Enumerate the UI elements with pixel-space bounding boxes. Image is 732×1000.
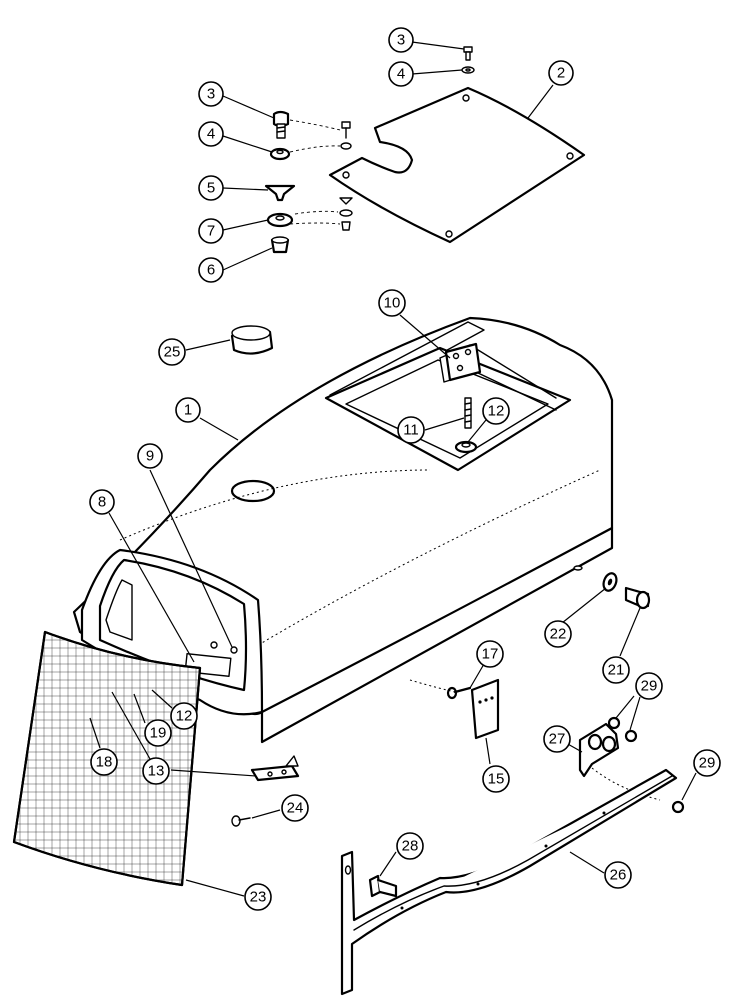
hood-body-part	[72, 316, 614, 744]
small-bolt-part	[463, 46, 473, 61]
callout-label: 24	[287, 800, 304, 817]
callout-label: 8	[98, 494, 106, 511]
callout-label: 27	[549, 731, 566, 748]
callout-label: 26	[610, 867, 627, 884]
callout-label: 5	[207, 180, 215, 197]
callout-label: 7	[207, 223, 215, 240]
washer-part	[269, 147, 291, 161]
callout-29-right: 29	[693, 749, 721, 777]
callout-label: 12	[176, 708, 193, 725]
rail-bolt-part	[368, 874, 398, 898]
threaded-stud-part	[464, 397, 472, 429]
callout-22: 22	[544, 620, 572, 648]
callout-12-front: 12	[170, 702, 198, 730]
wing-knob-part	[264, 184, 296, 202]
callout-4-left: 4	[198, 121, 224, 147]
cover-plate-part	[328, 86, 586, 244]
grille-screw-part	[231, 815, 251, 827]
latch-nut-left-part	[607, 716, 621, 730]
callout-label: 29	[641, 678, 658, 695]
callout-4-top: 4	[388, 61, 414, 87]
callout-24: 24	[281, 794, 309, 822]
stud-grommet-part	[454, 440, 478, 454]
hinge-plate-part	[470, 678, 500, 740]
hood-cap-part	[230, 325, 274, 355]
latch-nut-right-part	[624, 729, 638, 743]
callout-3-top: 3	[388, 27, 414, 53]
callout-label: 18	[96, 754, 113, 771]
callout-label: 29	[699, 755, 716, 772]
callout-23: 23	[244, 883, 272, 911]
front-bracket-lower-part	[250, 755, 300, 782]
callout-6: 6	[198, 257, 224, 283]
callout-7: 7	[198, 218, 224, 244]
callout-3-left: 3	[198, 81, 224, 107]
callout-13: 13	[142, 757, 170, 785]
callout-label: 4	[207, 126, 215, 143]
latch-bracket-part	[578, 722, 661, 801]
callout-5: 5	[198, 175, 224, 201]
callout-label: 3	[397, 32, 405, 49]
grommet-part	[266, 212, 294, 228]
callout-label: 9	[146, 448, 154, 465]
callout-9: 9	[137, 443, 163, 469]
callout-19: 19	[144, 719, 172, 747]
callout-8: 8	[89, 489, 115, 515]
small-washer-part	[461, 66, 475, 74]
callout-2: 2	[548, 60, 574, 86]
callout-label: 19	[150, 725, 167, 742]
callout-21: 21	[602, 656, 630, 684]
callout-28: 28	[396, 832, 424, 860]
callout-10: 10	[378, 289, 406, 317]
callout-label: 10	[384, 295, 401, 312]
side-bolt-part	[624, 586, 651, 610]
callout-label: 12	[488, 403, 505, 420]
callout-27: 27	[543, 725, 571, 753]
callout-15: 15	[482, 765, 510, 793]
callout-26: 26	[604, 861, 632, 889]
assembled-fastener-upper	[340, 121, 352, 150]
callout-label: 3	[207, 86, 215, 103]
callout-label: 2	[557, 65, 565, 82]
side-washer-part	[602, 572, 618, 592]
callout-label: 17	[482, 646, 499, 663]
callout-label: 15	[488, 771, 505, 788]
callout-18: 18	[90, 748, 118, 776]
callout-12-top: 12	[482, 397, 510, 425]
callout-label: 21	[608, 662, 625, 679]
callout-label: 22	[550, 626, 567, 643]
rail-nut-part	[671, 800, 685, 814]
callout-29-top: 29	[635, 672, 663, 700]
rubber-bushing-part	[270, 236, 290, 254]
side-rail-part	[340, 768, 678, 996]
bolt-part	[272, 110, 290, 139]
callout-label: 13	[148, 763, 165, 780]
callout-label: 11	[403, 422, 419, 439]
callout-11: 11	[397, 416, 425, 444]
callout-label: 4	[397, 66, 405, 83]
callout-label: 25	[164, 344, 181, 361]
callout-17: 17	[476, 640, 504, 668]
plate-bolt-part	[446, 686, 472, 700]
callout-label: 1	[184, 402, 192, 419]
callout-25: 25	[158, 338, 186, 366]
callout-label: 28	[402, 838, 419, 855]
callout-1: 1	[175, 397, 201, 423]
callout-label: 23	[250, 889, 267, 906]
leader-lines	[89, 41, 697, 897]
support-bracket-part	[444, 342, 482, 382]
callout-label: 6	[207, 262, 215, 279]
assembled-fastener-lower	[339, 197, 353, 231]
